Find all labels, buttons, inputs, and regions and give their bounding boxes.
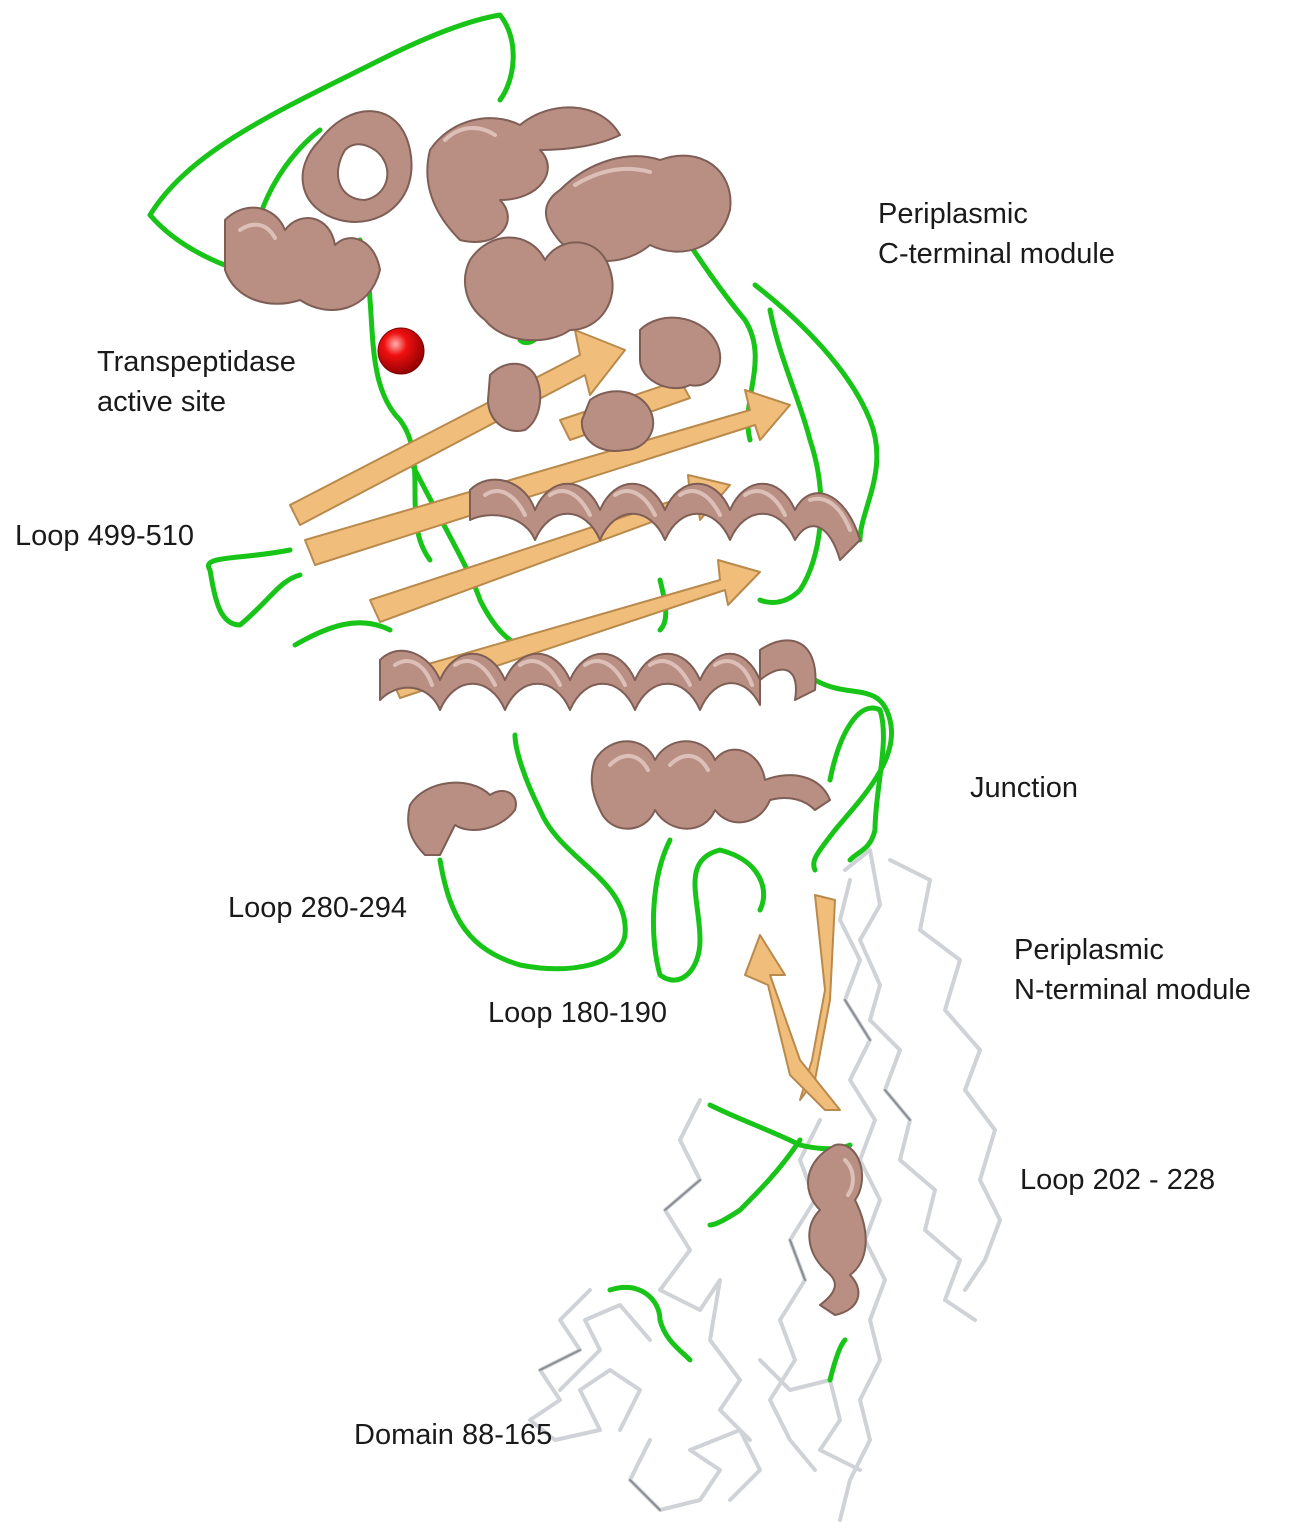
label-c-terminal-line1: Periplasmic (878, 194, 1115, 234)
label-loop-202-228: Loop 202 - 228 (1020, 1160, 1215, 1200)
coil-loop-499-510 (208, 550, 300, 625)
coil-bottom-tail (830, 1340, 845, 1380)
label-domain-88-165: Domain 88-165 (354, 1415, 552, 1455)
helix-right-small (640, 318, 720, 389)
helix-left-coil (225, 208, 380, 310)
helix-mid-small (582, 391, 653, 451)
coil-n-module-1 (710, 1105, 850, 1149)
label-active-site-line2: active site (97, 382, 296, 422)
trace-segment-7 (630, 1430, 760, 1510)
helix-long-lower-cap (760, 640, 816, 700)
helix-upper-middle (465, 238, 613, 341)
trace-segment-3 (890, 860, 1000, 1290)
helix-center-small (488, 364, 540, 431)
label-loop-180-190: Loop 180-190 (488, 993, 667, 1033)
helix-n-module (808, 1145, 866, 1315)
coil-loop-180-190 (653, 840, 763, 980)
label-junction: Junction (970, 768, 1078, 808)
label-c-terminal-module: Periplasmic C-terminal module (878, 194, 1115, 274)
trace-segment-9 (760, 1360, 860, 1470)
active-site-sphere (378, 328, 424, 374)
label-loop-280-294: Loop 280-294 (228, 888, 407, 928)
helix-long-lower (380, 651, 760, 710)
label-n-terminal-line2: N-terminal module (1014, 970, 1251, 1010)
label-n-terminal-line1: Periplasmic (1014, 930, 1251, 970)
label-loop-499-510: Loop 499-510 (15, 516, 194, 556)
coil-junction-2 (830, 708, 883, 860)
label-active-site-line1: Transpeptidase (97, 342, 296, 382)
coil-loop-499-510b (295, 623, 390, 645)
coil-n-module-2 (710, 1140, 800, 1225)
coil-right-2 (760, 310, 821, 603)
trace-segment-5 (660, 1100, 750, 1440)
label-n-terminal-module: Periplasmic N-terminal module (1014, 930, 1251, 1010)
trace-segment-8 (560, 1305, 650, 1390)
label-active-site: Transpeptidase active site (97, 342, 296, 422)
label-c-terminal-line2: C-terminal module (878, 234, 1115, 274)
helix-small-left (408, 783, 516, 855)
